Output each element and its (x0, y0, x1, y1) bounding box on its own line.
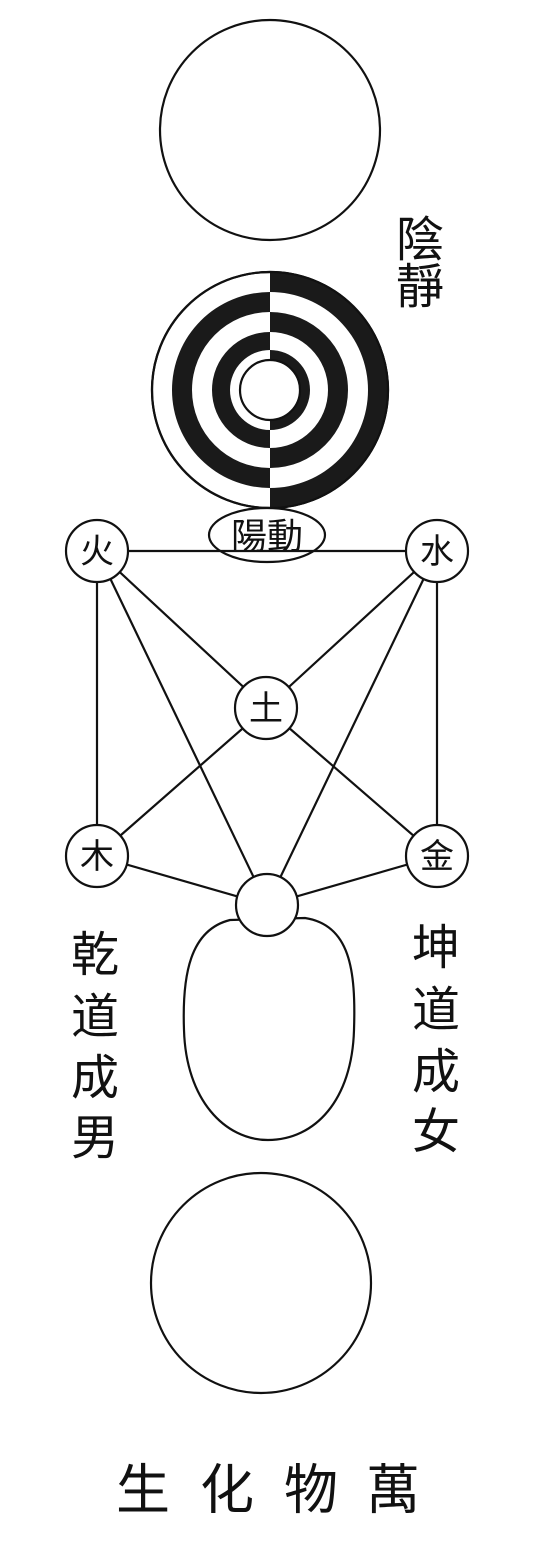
fire-label: 火 (80, 532, 114, 572)
bottom-char-3: 物 (284, 1459, 338, 1522)
qian-nan-char: 男 (71, 1110, 119, 1166)
earth-label: 土 (249, 689, 283, 729)
water-node: 水 (404, 518, 470, 584)
metal-node: 金 (404, 823, 470, 889)
kun-char: 坤 (412, 920, 460, 976)
yin-yang-concentric-circle (150, 270, 390, 510)
kun-nv-char: 女 (412, 1104, 460, 1160)
convergence-circle (234, 872, 300, 938)
kun-cheng-char: 成 (412, 1044, 460, 1100)
qian-char: 乾 (71, 927, 119, 983)
metal-label: 金 (420, 837, 454, 877)
qian-kun-oval (182, 916, 356, 1142)
yin-char: 陰 (396, 212, 444, 268)
fire-node: 火 (64, 518, 130, 584)
five-elements-lines (95, 549, 439, 907)
stillness-char: 靜 (396, 259, 444, 315)
bottom-char-1: 生 (116, 1459, 170, 1522)
qian-dao-char: 道 (71, 989, 119, 1045)
kun-dao-char: 道 (412, 982, 460, 1038)
top-empty-circle (158, 18, 382, 242)
yang-motion-oval (207, 506, 327, 564)
qian-cheng-char: 成 (71, 1050, 119, 1106)
earth-node: 土 (233, 675, 299, 741)
bottom-char-2: 化 (200, 1459, 254, 1522)
water-label: 水 (420, 532, 454, 572)
bottom-char-4: 萬 (366, 1459, 420, 1522)
wood-label: 木 (80, 837, 114, 877)
wood-node: 木 (64, 823, 130, 889)
bottom-empty-circle (149, 1171, 373, 1395)
